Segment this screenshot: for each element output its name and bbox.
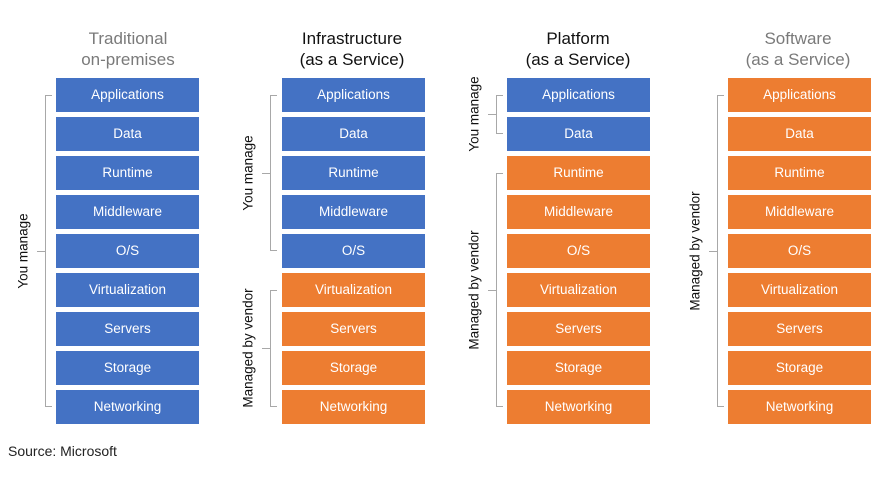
layer-virtualization: Virtualization <box>507 273 650 307</box>
brace-tick <box>709 250 717 252</box>
layer-servers: Servers <box>282 312 425 346</box>
layer-applications: Applications <box>728 78 871 112</box>
layer-data: Data <box>728 117 871 151</box>
layer-middleware: Middleware <box>507 195 650 229</box>
managed-by-vendor-label: Managed by vendor <box>466 230 482 350</box>
brace-tick <box>488 289 496 291</box>
layer-storage: Storage <box>728 351 871 385</box>
layer-o-s: O/S <box>282 234 425 268</box>
layer-data: Data <box>56 117 199 151</box>
layer-data: Data <box>282 117 425 151</box>
brace-tick <box>37 250 45 252</box>
layer-o-s: O/S <box>507 234 650 268</box>
layer-storage: Storage <box>56 351 199 385</box>
layer-middleware: Middleware <box>56 195 199 229</box>
layer-applications: Applications <box>507 78 650 112</box>
layer-middleware: Middleware <box>282 195 425 229</box>
layer-middleware: Middleware <box>728 195 871 229</box>
layer-networking: Networking <box>282 390 425 424</box>
layer-networking: Networking <box>56 390 199 424</box>
layer-storage: Storage <box>282 351 425 385</box>
layer-runtime: Runtime <box>56 156 199 190</box>
managed-by-vendor-label: Managed by vendor <box>687 191 703 311</box>
column-title-3: Platform (as a Service) <box>525 29 631 69</box>
layer-servers: Servers <box>56 312 199 346</box>
layer-runtime: Runtime <box>728 156 871 190</box>
layer-networking: Networking <box>728 390 871 424</box>
brace-tick <box>488 114 496 116</box>
managed-by-vendor-brace <box>496 172 503 407</box>
layer-o-s: O/S <box>728 234 871 268</box>
layer-data: Data <box>507 117 650 151</box>
layer-o-s: O/S <box>56 234 199 268</box>
layer-networking: Networking <box>507 390 650 424</box>
column-title-1: Traditional on-premises <box>81 29 175 69</box>
column-title-2: Infrastructure (as a Service) <box>299 29 405 69</box>
you-manage-label: You manage <box>15 213 31 289</box>
managed-by-vendor-brace <box>270 289 277 407</box>
you-manage-brace <box>45 94 52 407</box>
layer-servers: Servers <box>728 312 871 346</box>
brace-tick <box>262 172 270 174</box>
layer-virtualization: Virtualization <box>728 273 871 307</box>
column-title-4: Software (as a Service) <box>745 29 851 69</box>
managed-by-vendor-label: Managed by vendor <box>240 288 256 408</box>
layer-virtualization: Virtualization <box>282 273 425 307</box>
you-manage-label: You manage <box>240 135 256 211</box>
layer-storage: Storage <box>507 351 650 385</box>
layer-virtualization: Virtualization <box>56 273 199 307</box>
brace-tick <box>262 348 270 350</box>
layer-runtime: Runtime <box>282 156 425 190</box>
you-manage-label: You manage <box>466 76 482 152</box>
you-manage-brace <box>496 94 503 134</box>
layer-applications: Applications <box>282 78 425 112</box>
you-manage-brace <box>270 94 277 251</box>
source-caption: Source: Microsoft <box>8 443 117 459</box>
layer-servers: Servers <box>507 312 650 346</box>
layer-applications: Applications <box>56 78 199 112</box>
managed-by-vendor-brace <box>717 94 724 407</box>
layer-runtime: Runtime <box>507 156 650 190</box>
